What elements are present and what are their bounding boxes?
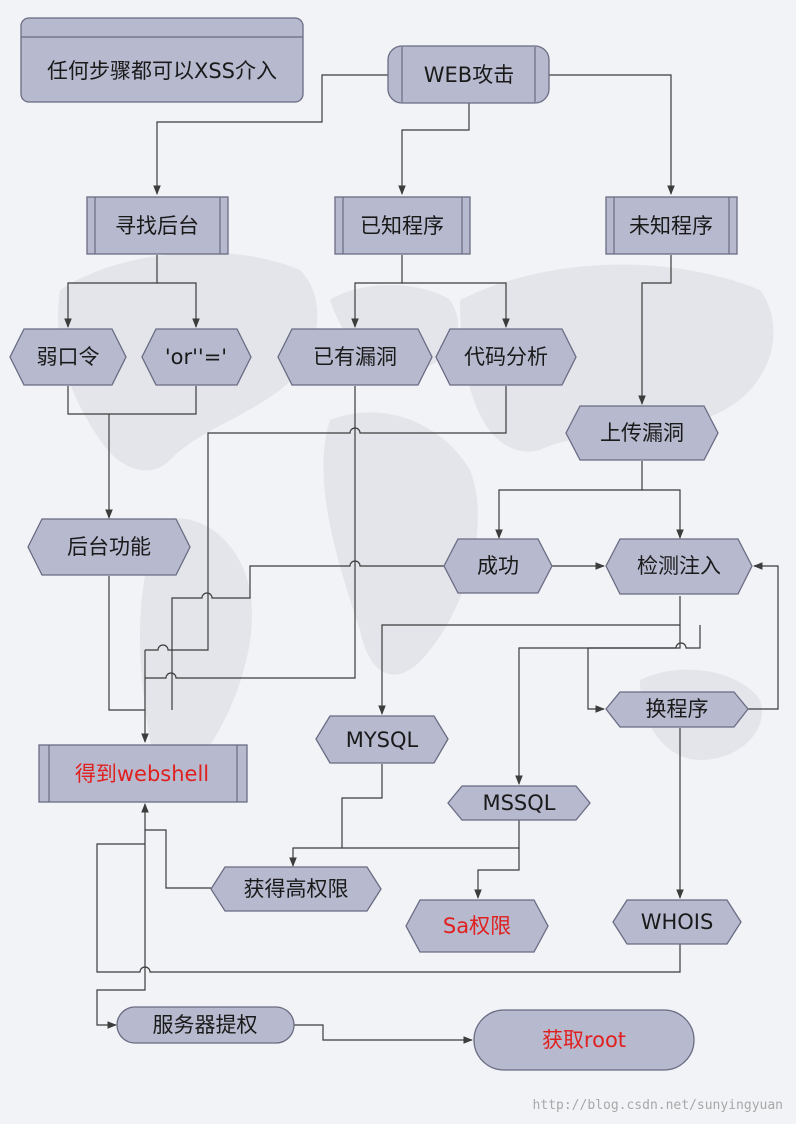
node-sa-privilege: Sa权限 [405,899,549,953]
node-code-analysis: 代码分析 [435,328,577,386]
note-xss-box: 任何步骤都可以XSS介入 [20,17,304,103]
node-backend-function-label: 后台功能 [67,535,151,559]
watermark-url: http://blog.csdn.net/sunyingyuan [533,1098,783,1113]
node-known-program-label: 已知程序 [360,214,444,238]
node-detect-injection-label: 检测注入 [637,554,721,578]
node-existing-vuln-label: 已有漏洞 [313,345,397,369]
node-high-privilege: 获得高权限 [210,866,382,912]
node-whois: WHOIS [612,899,742,945]
node-mssql: MSSQL [447,785,591,821]
node-success-label: 成功 [477,554,519,578]
note-xss-label: 任何步骤都可以XSS介入 [47,59,277,83]
node-change-program: 换程序 [605,691,749,728]
edges [64,74,779,1044]
node-weak-password: 弱口令 [9,328,127,386]
node-get-webshell: 得到webshell [38,744,248,803]
node-unknown-program: 未知程序 [605,196,738,255]
node-sa-privilege-label: Sa权限 [443,914,511,938]
node-web-attack: WEB攻击 [387,45,550,104]
node-unknown-program-label: 未知程序 [629,214,713,238]
node-web-attack-label: WEB攻击 [424,63,514,87]
node-mysql: MYSQL [315,715,449,764]
node-detect-injection: 检测注入 [605,538,753,595]
node-existing-vuln: 已有漏洞 [277,328,433,386]
node-high-privilege-label: 获得高权限 [244,877,349,901]
node-success: 成功 [443,538,553,594]
node-sql-or-label: 'or''=' [165,345,227,369]
node-sql-or: 'or''=' [141,328,252,386]
node-get-root: 获取root [473,1009,695,1071]
node-whois-label: WHOIS [641,910,714,934]
node-find-backend: 寻找后台 [86,196,229,255]
node-change-program-label: 换程序 [646,697,709,721]
node-backend-function: 后台功能 [27,518,191,576]
node-find-backend-label: 寻找后台 [115,214,199,238]
node-mssql-label: MSSQL [482,791,555,815]
node-get-webshell-label: 得到webshell [75,762,209,786]
node-server-escalation-label: 服务器提权 [153,1013,258,1037]
node-get-root-label: 获取root [542,1028,626,1052]
node-known-program: 已知程序 [334,196,471,255]
node-weak-password-label: 弱口令 [37,345,100,369]
node-server-escalation: 服务器提权 [116,1006,295,1044]
node-code-analysis-label: 代码分析 [464,345,548,369]
node-mysql-label: MYSQL [346,728,419,752]
node-upload-vuln-label: 上传漏洞 [600,421,684,445]
node-upload-vuln: 上传漏洞 [565,405,719,461]
